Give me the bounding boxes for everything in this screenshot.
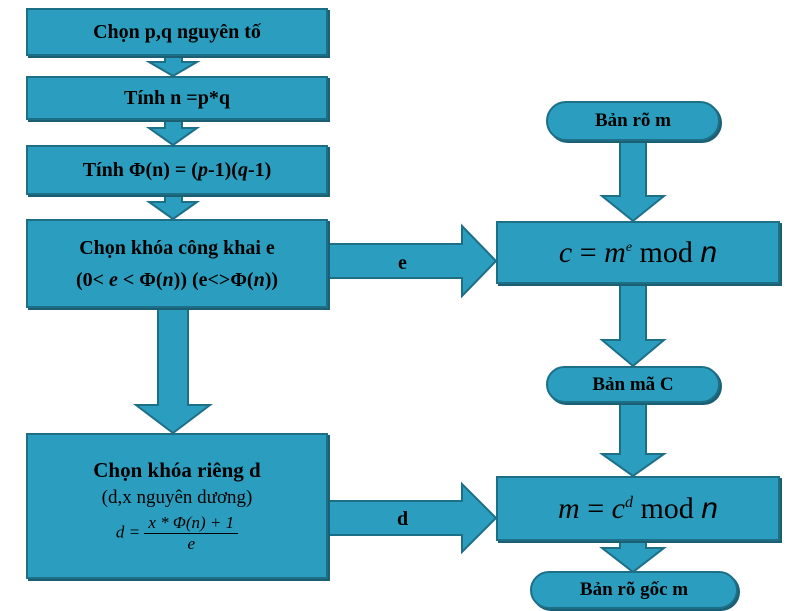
e-arrow-label: e <box>398 252 407 274</box>
arrow-cipher-to-decrypt <box>598 402 668 478</box>
public-key-condition: (0< e < Φ(n)) (e<>Φ(n)) <box>75 268 279 291</box>
compute-n-box: Tính n =p*q <box>26 76 328 120</box>
arrow-encrypt-to-cipher <box>599 283 667 368</box>
decrypt-box: m = cd mod n <box>496 476 780 541</box>
original-plaintext-pill: Bản rõ gốc m <box>530 571 738 609</box>
private-key-box: Chọn khóa riêng d (d,x nguyên dương) d =… <box>26 433 328 579</box>
public-key-box: Chọn khóa công khai e (0< e < Φ(n)) (e<>… <box>26 219 328 308</box>
d-arrow-label: d <box>397 508 409 530</box>
arrow-decrypt-to-original <box>599 540 667 574</box>
arrow-plain-to-encrypt <box>599 140 667 223</box>
formula-fraction: x * Φ(n) + 1 e <box>144 513 239 554</box>
arrow-pq-to-n <box>145 55 201 78</box>
original-plaintext-label: Bản rõ gốc m <box>579 579 689 600</box>
compute-phi-box: Tính Φ(n) = (p-1)(q-1) <box>26 145 328 195</box>
encrypt-formula: c = me mod n <box>558 235 718 269</box>
compute-n-label: Tính n =p*q <box>124 86 230 109</box>
arrow-d-right <box>327 481 498 555</box>
choose-pq-label: Chọn p,q nguyên tố <box>93 20 261 43</box>
ciphertext-label: Bản mã C <box>592 373 674 395</box>
encrypt-box: c = me mod n <box>496 221 780 284</box>
arrow-phi-to-public <box>145 194 201 221</box>
arrow-n-to-phi <box>145 119 201 147</box>
decrypt-formula: m = cd mod n <box>558 491 718 525</box>
plaintext-label: Bản rõ m <box>595 110 671 131</box>
private-key-title: Chọn khóa riêng d <box>93 458 261 482</box>
choose-pq-box: Chọn p,q nguyên tố <box>26 8 328 56</box>
arrow-e-right <box>327 223 498 299</box>
plaintext-pill: Bản rõ m <box>546 101 720 141</box>
private-key-formula: d = x * Φ(n) + 1 e <box>116 513 239 554</box>
arrow-public-to-private <box>133 307 213 435</box>
compute-phi-label: Tính Φ(n) = (p-1)(q-1) <box>82 158 272 181</box>
private-key-condition: (d,x nguyên dương) <box>101 487 253 508</box>
public-key-title: Chọn khóa công khai e <box>79 236 275 259</box>
ciphertext-pill: Bản mã C <box>546 366 720 403</box>
